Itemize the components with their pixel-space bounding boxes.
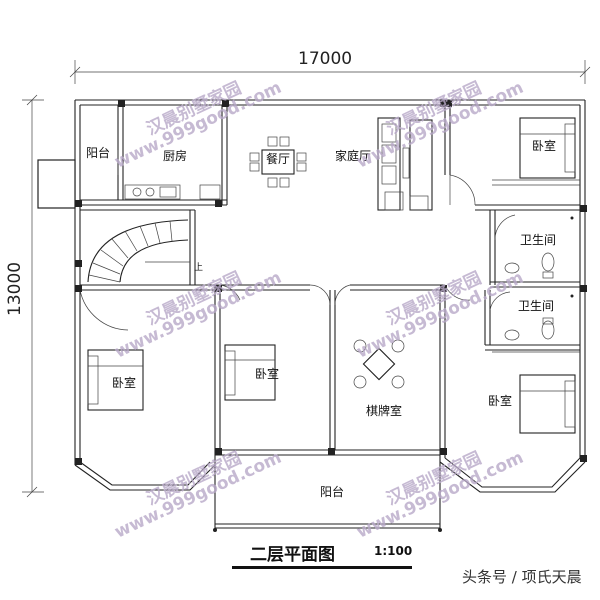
outer-walls <box>74 99 586 532</box>
room-label-bathroom-2: 卫生间 <box>518 299 554 313</box>
room-label-bedroom-top-right: 卧室 <box>532 138 556 153</box>
room-label-kitchen: 厨房 <box>163 148 187 163</box>
room-label-balcony-top: 阳台 <box>86 145 110 160</box>
bathroom-fixtures <box>504 216 574 341</box>
dimension-lines <box>22 60 591 498</box>
plan-scale: 1:100 <box>374 544 413 558</box>
width-dimension: 17000 <box>298 49 352 69</box>
sofa-set <box>377 117 433 211</box>
room-label-card-room: 棋牌室 <box>366 403 402 418</box>
card-table <box>353 339 405 389</box>
room-label-bathroom-1: 卫生间 <box>520 233 556 247</box>
watermarks: 汉晨别墅家园 www.999good.com 汉晨别墅家园 www.999goo… <box>112 77 527 542</box>
credit-text: 头条号 / 项氏天晨 <box>462 568 582 586</box>
room-label-bedroom-middle: 卧室 <box>255 366 279 381</box>
spiral-staircase <box>87 219 190 283</box>
dining-table <box>249 136 307 188</box>
room-label-family-hall: 家庭厅 <box>335 148 371 163</box>
room-label-balcony-bottom: 阳台 <box>320 484 344 499</box>
bed-right <box>492 351 580 434</box>
bed-middle <box>224 344 276 401</box>
interior-walls <box>80 105 580 458</box>
height-dimension: 13000 <box>5 262 25 316</box>
watermark-3-line2: www.999good.com <box>112 268 285 363</box>
room-label-bedroom-left: 卧室 <box>112 375 136 390</box>
plan-title: 二层平面图 <box>250 545 335 565</box>
title-underline <box>232 566 412 569</box>
room-label-bedroom-right: 卧室 <box>488 393 512 408</box>
kitchen-counter <box>124 184 221 200</box>
bed-top-right <box>492 117 580 186</box>
bed-left <box>87 349 144 411</box>
doors <box>79 150 516 331</box>
columns <box>75 100 587 465</box>
stair-up-label: 上 <box>194 262 203 273</box>
room-label-dining: 餐厅 <box>266 151 290 166</box>
watermark-2-line2: www.999good.com <box>354 78 527 173</box>
